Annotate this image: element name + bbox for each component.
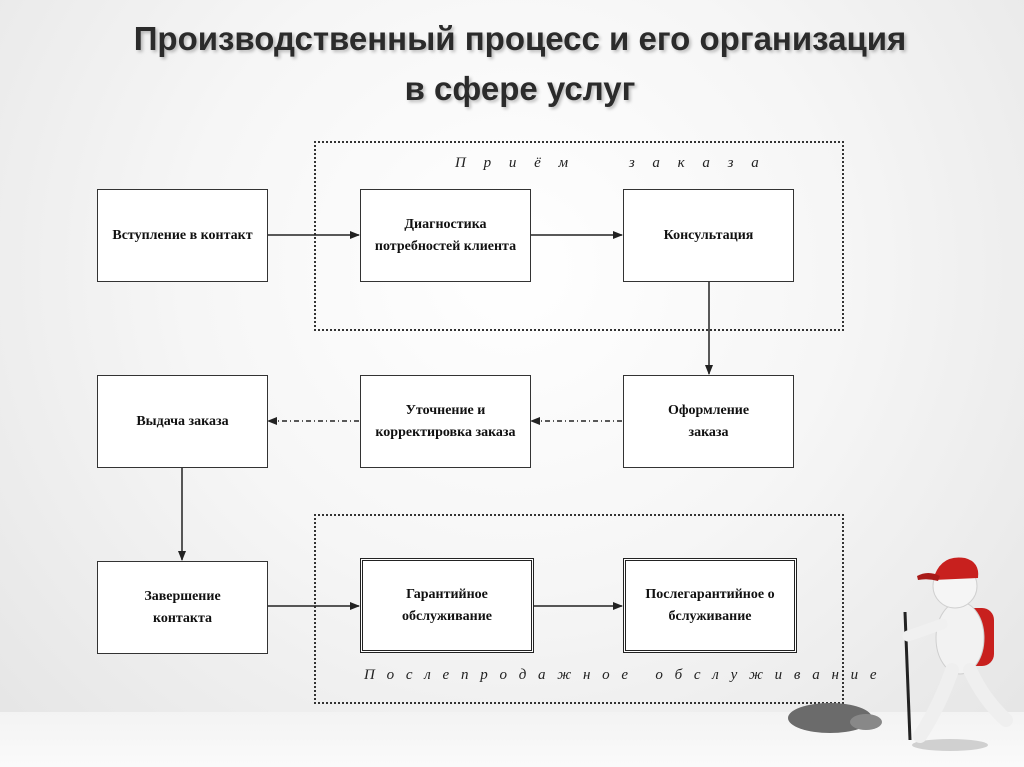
group-label-order-intake: П р и ё м з а к а з а <box>455 155 766 171</box>
box-post-warranty-service: Послегарантийное обслуживание <box>623 558 797 653</box>
box-warranty-service: Гарантийное обслуживание <box>360 558 534 653</box>
hiker-figure-illustration <box>788 557 1013 751</box>
box-order-clarification: Уточнение и корректировка заказа <box>360 375 531 468</box>
group-label-after-sales: П о с л е п р о д а ж н о е о б с л у ж … <box>364 667 881 683</box>
box-needs-diagnostics: Диагностика потребностей клиента <box>360 189 531 282</box>
title-line-1: Производственный процесс и его организац… <box>133 20 907 57</box>
box-consultation: Консультация <box>623 189 794 282</box>
box-order-delivery: Выдача заказа <box>97 375 268 468</box>
group-order-intake <box>314 141 844 331</box>
page-title: Производственный процесс и его организац… <box>0 14 1024 114</box>
box-order-registration: Оформление заказа <box>623 375 794 468</box>
title-line-2: в сфере услуг <box>404 70 636 107</box>
group-after-sales <box>314 514 844 704</box>
box-contact-completion: Завершение контакта <box>97 561 268 654</box>
box-entering-contact: Вступление в контакт <box>97 189 268 282</box>
